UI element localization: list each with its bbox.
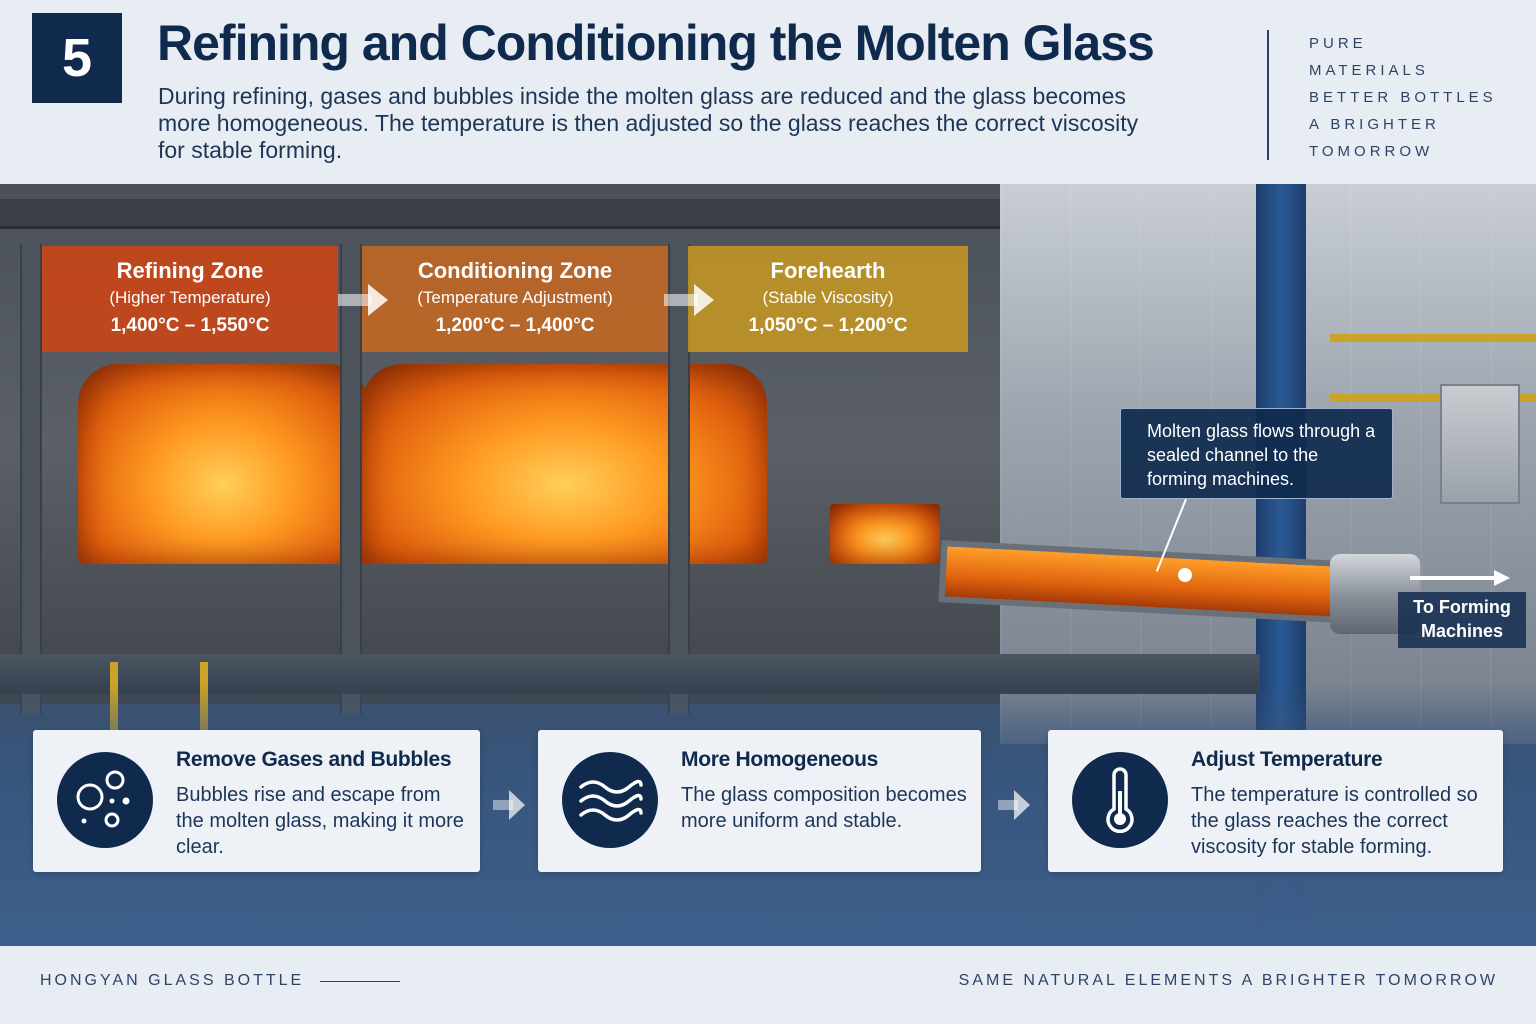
page-title: Refining and Conditioning the Molten Gla… bbox=[157, 15, 1155, 71]
flow-arrow-icon bbox=[664, 284, 714, 316]
header-tagline: PURE MATERIALS BETTER BOTTLES A BRIGHTER… bbox=[1309, 30, 1529, 165]
card-title: Remove Gases and Bubbles bbox=[176, 748, 452, 771]
card-title: More Homogeneous bbox=[681, 748, 879, 771]
info-card-remove-gases: Remove Gases and Bubbles Bubbles rise an… bbox=[33, 730, 480, 872]
card-text: The glass composition becomes more unifo… bbox=[681, 784, 967, 832]
bubbles-icon bbox=[57, 752, 153, 848]
tagline-line: MATERIALS bbox=[1309, 62, 1429, 79]
furnace-pillar bbox=[668, 244, 690, 714]
conditioning-zone-label: Conditioning Zone (Temperature Adjustmen… bbox=[362, 246, 668, 352]
info-card-adjust-temperature: Adjust Temperature The temperature is co… bbox=[1048, 730, 1503, 872]
zone-name: Conditioning Zone bbox=[417, 258, 613, 283]
channel-callout: Molten glass flows through a sealed chan… bbox=[1120, 408, 1393, 499]
refining-chamber bbox=[78, 364, 368, 564]
furnace-scene: Refining Zone (Higher Temperature) 1,400… bbox=[0, 184, 1536, 946]
furnace-top-frame bbox=[0, 199, 1000, 229]
tagline-line: A BRIGHTER bbox=[1309, 116, 1440, 133]
card-text: The temperature is controlled so the gla… bbox=[1191, 784, 1478, 858]
tagline-line: BETTER BOTTLES bbox=[1309, 89, 1497, 106]
card-text: Bubbles rise and escape from the molten … bbox=[176, 784, 464, 858]
zone-subtitle: (Stable Viscosity) bbox=[762, 288, 894, 307]
step-arrow-icon bbox=[493, 790, 525, 820]
zone-temperature: 1,200°C – 1,400°C bbox=[435, 315, 595, 336]
info-card-homogeneous: More Homogeneous The glass composition b… bbox=[538, 730, 981, 872]
forehearth-zone-label: Forehearth (Stable Viscosity) 1,050°C – … bbox=[688, 246, 968, 352]
header: 5 Refining and Conditioning the Molten G… bbox=[0, 0, 1536, 184]
zone-subtitle: (Temperature Adjustment) bbox=[417, 288, 613, 307]
tagline-line: PURE bbox=[1309, 35, 1367, 52]
waves-icon bbox=[562, 752, 658, 848]
zone-name: Forehearth bbox=[770, 258, 886, 283]
safety-rail bbox=[1330, 394, 1536, 402]
footer: HONGYAN GLASS BOTTLE SAME NATURAL ELEMEN… bbox=[0, 946, 1536, 1024]
zone-temperature: 1,400°C – 1,550°C bbox=[110, 315, 270, 336]
footer-tagline: SAME NATURAL ELEMENTS A BRIGHTER TOMORRO… bbox=[958, 972, 1498, 989]
card-title: Adjust Temperature bbox=[1191, 748, 1383, 771]
refining-zone-label: Refining Zone (Higher Temperature) 1,400… bbox=[42, 246, 338, 352]
brand-name: HONGYAN GLASS BOTTLE bbox=[40, 972, 305, 989]
furnace-pillar bbox=[340, 244, 362, 714]
furnace-pillar bbox=[20, 244, 42, 714]
conditioning-chamber bbox=[362, 364, 767, 564]
zone-subtitle: (Higher Temperature) bbox=[109, 288, 271, 307]
control-box bbox=[1440, 384, 1520, 504]
step-number-badge: 5 bbox=[32, 13, 122, 103]
tagline-line: TOMORROW bbox=[1309, 143, 1434, 160]
zone-name: Refining Zone bbox=[116, 258, 264, 283]
thermometer-icon bbox=[1072, 752, 1168, 848]
to-forming-machines-label: To Forming Machines bbox=[1398, 592, 1526, 648]
step-arrow-icon bbox=[998, 790, 1030, 820]
callout-marker-dot bbox=[1178, 568, 1192, 582]
footer-divider bbox=[320, 981, 400, 982]
intro-text: During refining, gases and bubbles insid… bbox=[158, 83, 1139, 163]
flow-arrow-icon bbox=[338, 284, 388, 316]
tagline-divider bbox=[1267, 30, 1269, 160]
outlet-arrow-icon bbox=[1410, 570, 1510, 586]
zone-temperature: 1,050°C – 1,200°C bbox=[748, 315, 908, 336]
forehearth-chamber bbox=[830, 504, 940, 564]
safety-rail bbox=[1330, 334, 1536, 342]
